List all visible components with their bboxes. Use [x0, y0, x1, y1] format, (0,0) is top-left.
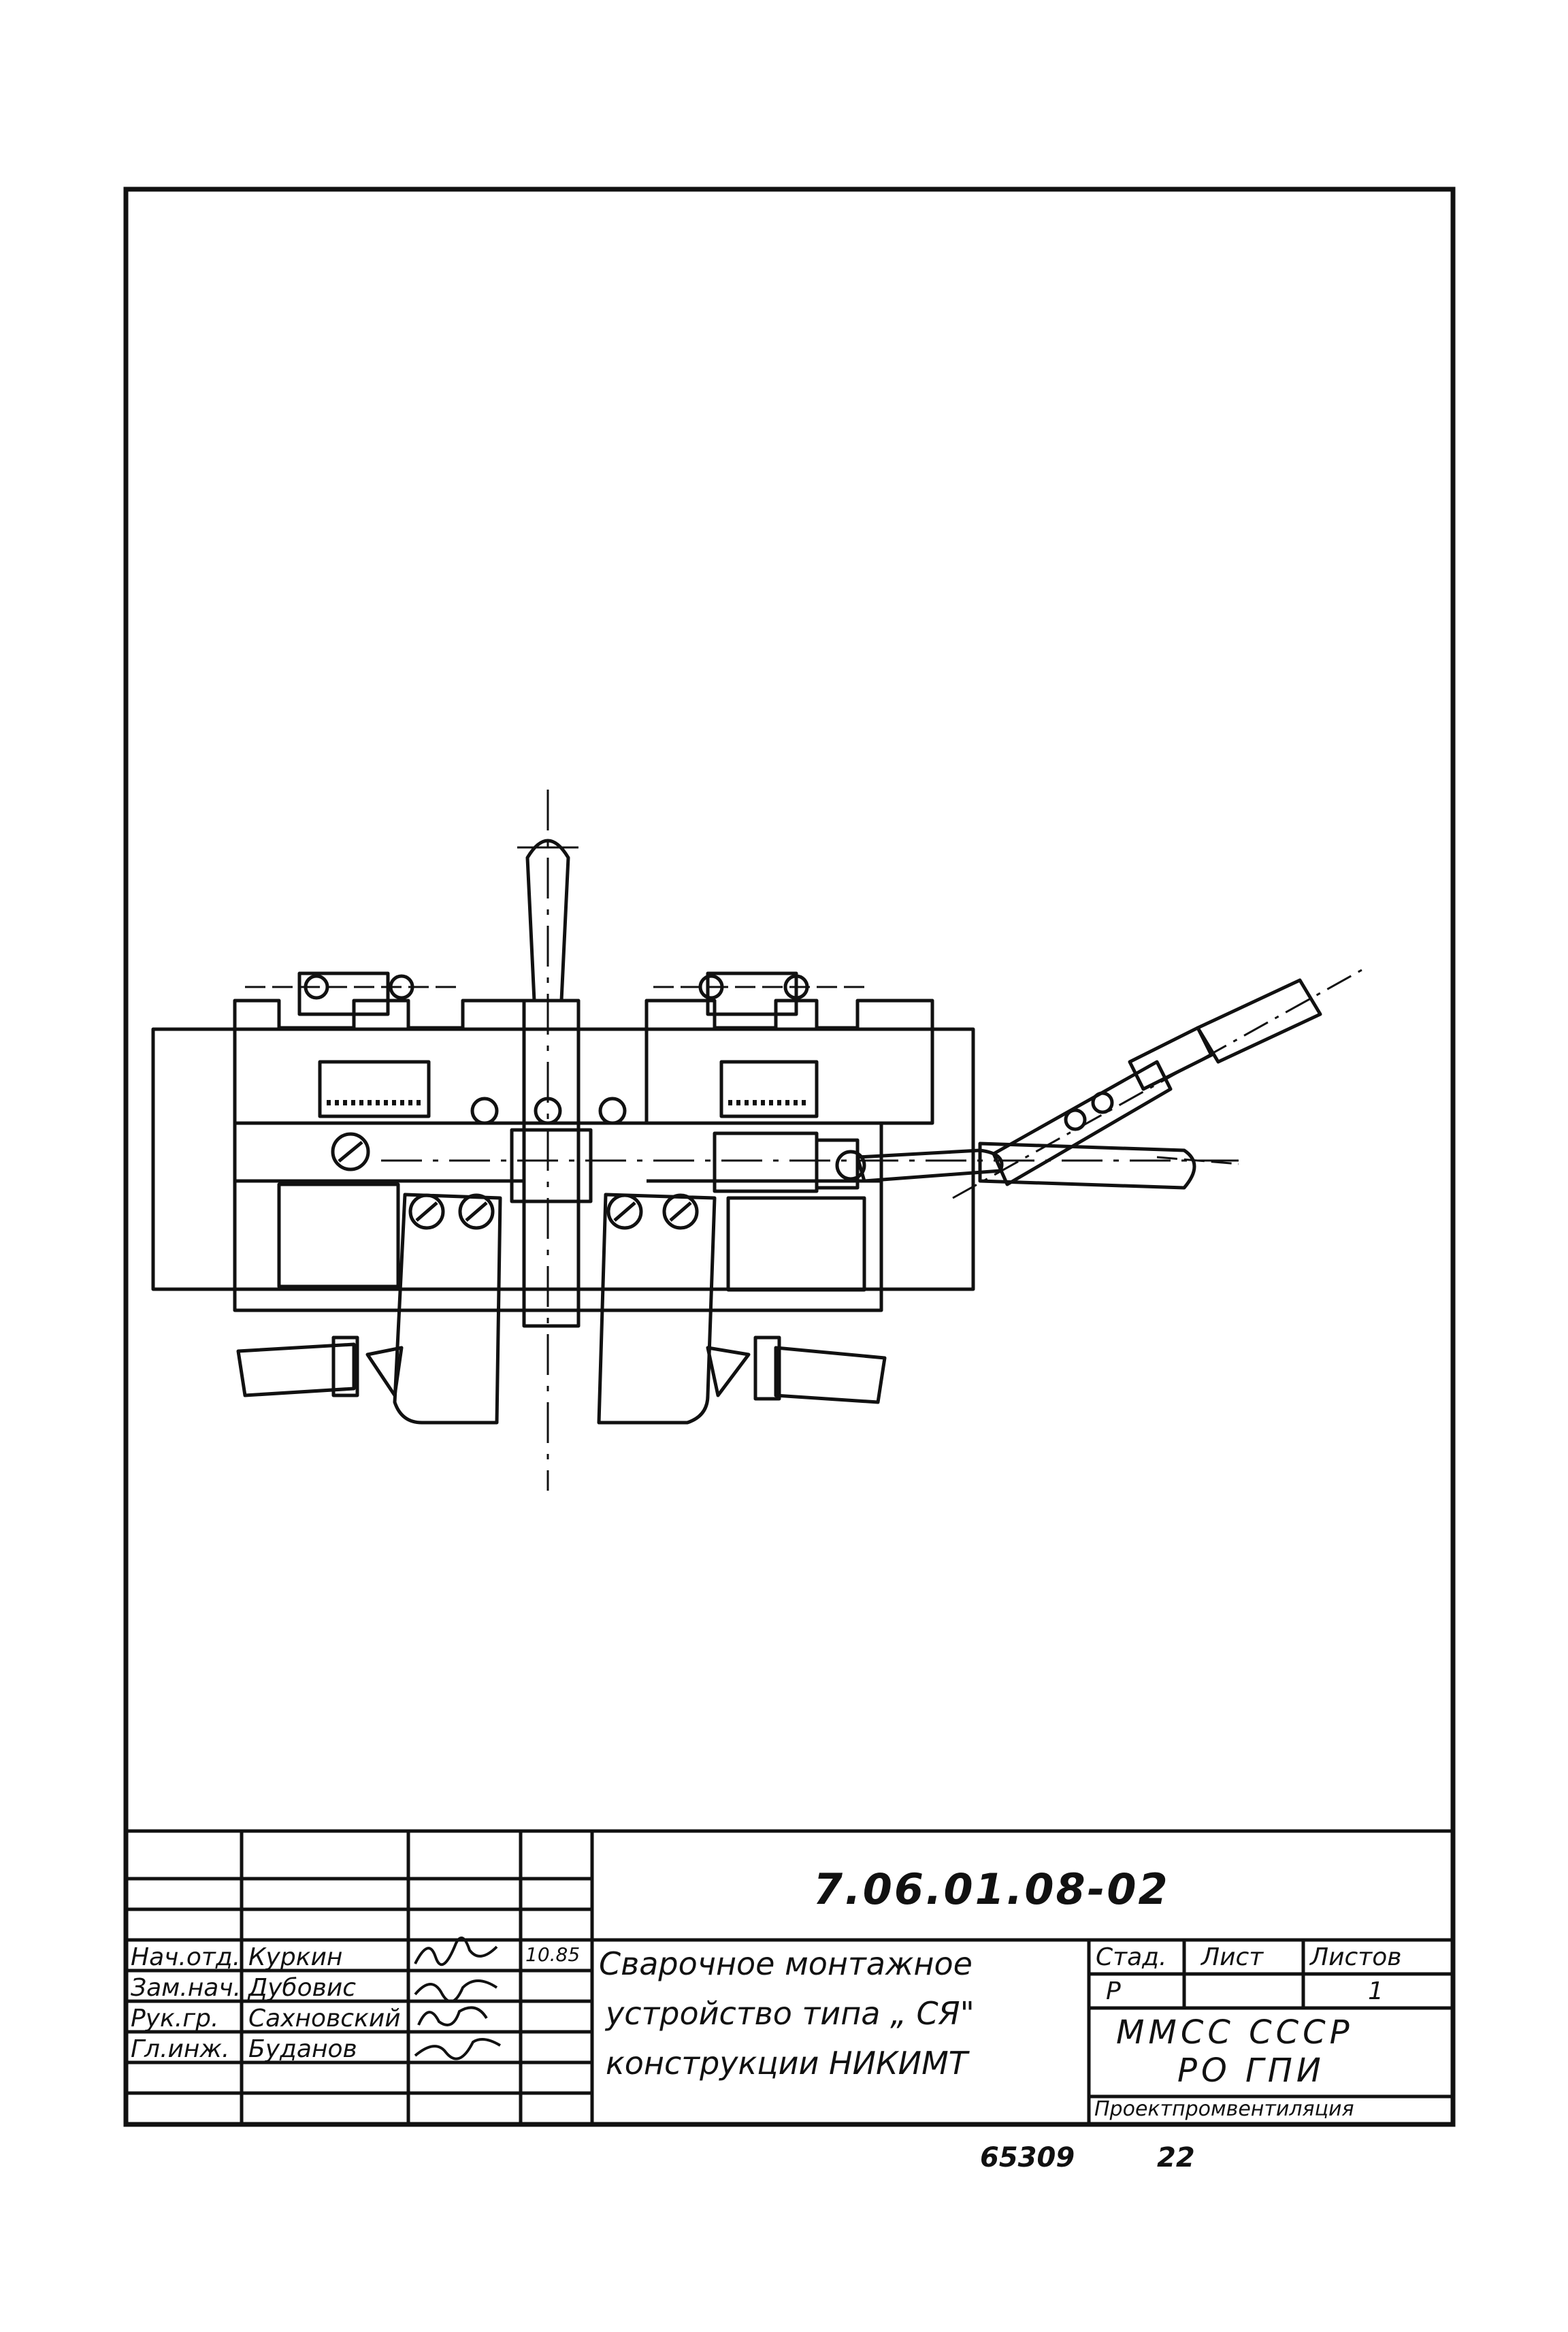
role-2-name: Дубовис [248, 1974, 357, 2002]
inventory-number: 65309 [980, 2142, 1075, 2173]
sheet-frame [123, 187, 1456, 2127]
role-3-label: Рук.гр. [131, 2005, 219, 2033]
document-code: 7.06.01.08-02 [813, 1864, 1170, 1914]
role-1-label: Нач.отд. [131, 1943, 241, 1971]
page-number: 22 [1157, 2142, 1195, 2173]
title-block-grid [126, 1829, 1453, 2124]
sheet-header: Лист [1201, 1943, 1264, 1971]
role-3-name: Сахновский [248, 2005, 401, 2033]
role-4-name: Буданов [248, 2035, 357, 2063]
welding-device-drawing [151, 790, 1369, 1491]
stage-value: Р [1106, 1977, 1121, 2005]
title-line-3: конструкции НИКИМТ [606, 2045, 968, 2082]
title-line-1: Сварочное монтажное [599, 1945, 973, 1982]
organization-line-2: РО ГПИ [1177, 2052, 1325, 2090]
sheets-header: Листов [1310, 1943, 1402, 1971]
signatures [414, 1937, 502, 2060]
sheets-value: 1 [1368, 1977, 1384, 2005]
role-4-label: Гл.инж. [131, 2035, 230, 2063]
role-2-label: Зам.нач. [131, 1974, 242, 2002]
role-1-name: Куркин [248, 1943, 343, 1971]
organization-line-1: ММСС СССР [1116, 2013, 1354, 2052]
role-1-date: 10.85 [525, 1943, 581, 1966]
organization-line-3: Проектпромвентиляция [1094, 2097, 1354, 2121]
title-line-2: устройство типа „ СЯ" [606, 1995, 975, 2032]
stage-header: Стад. [1096, 1943, 1167, 1971]
